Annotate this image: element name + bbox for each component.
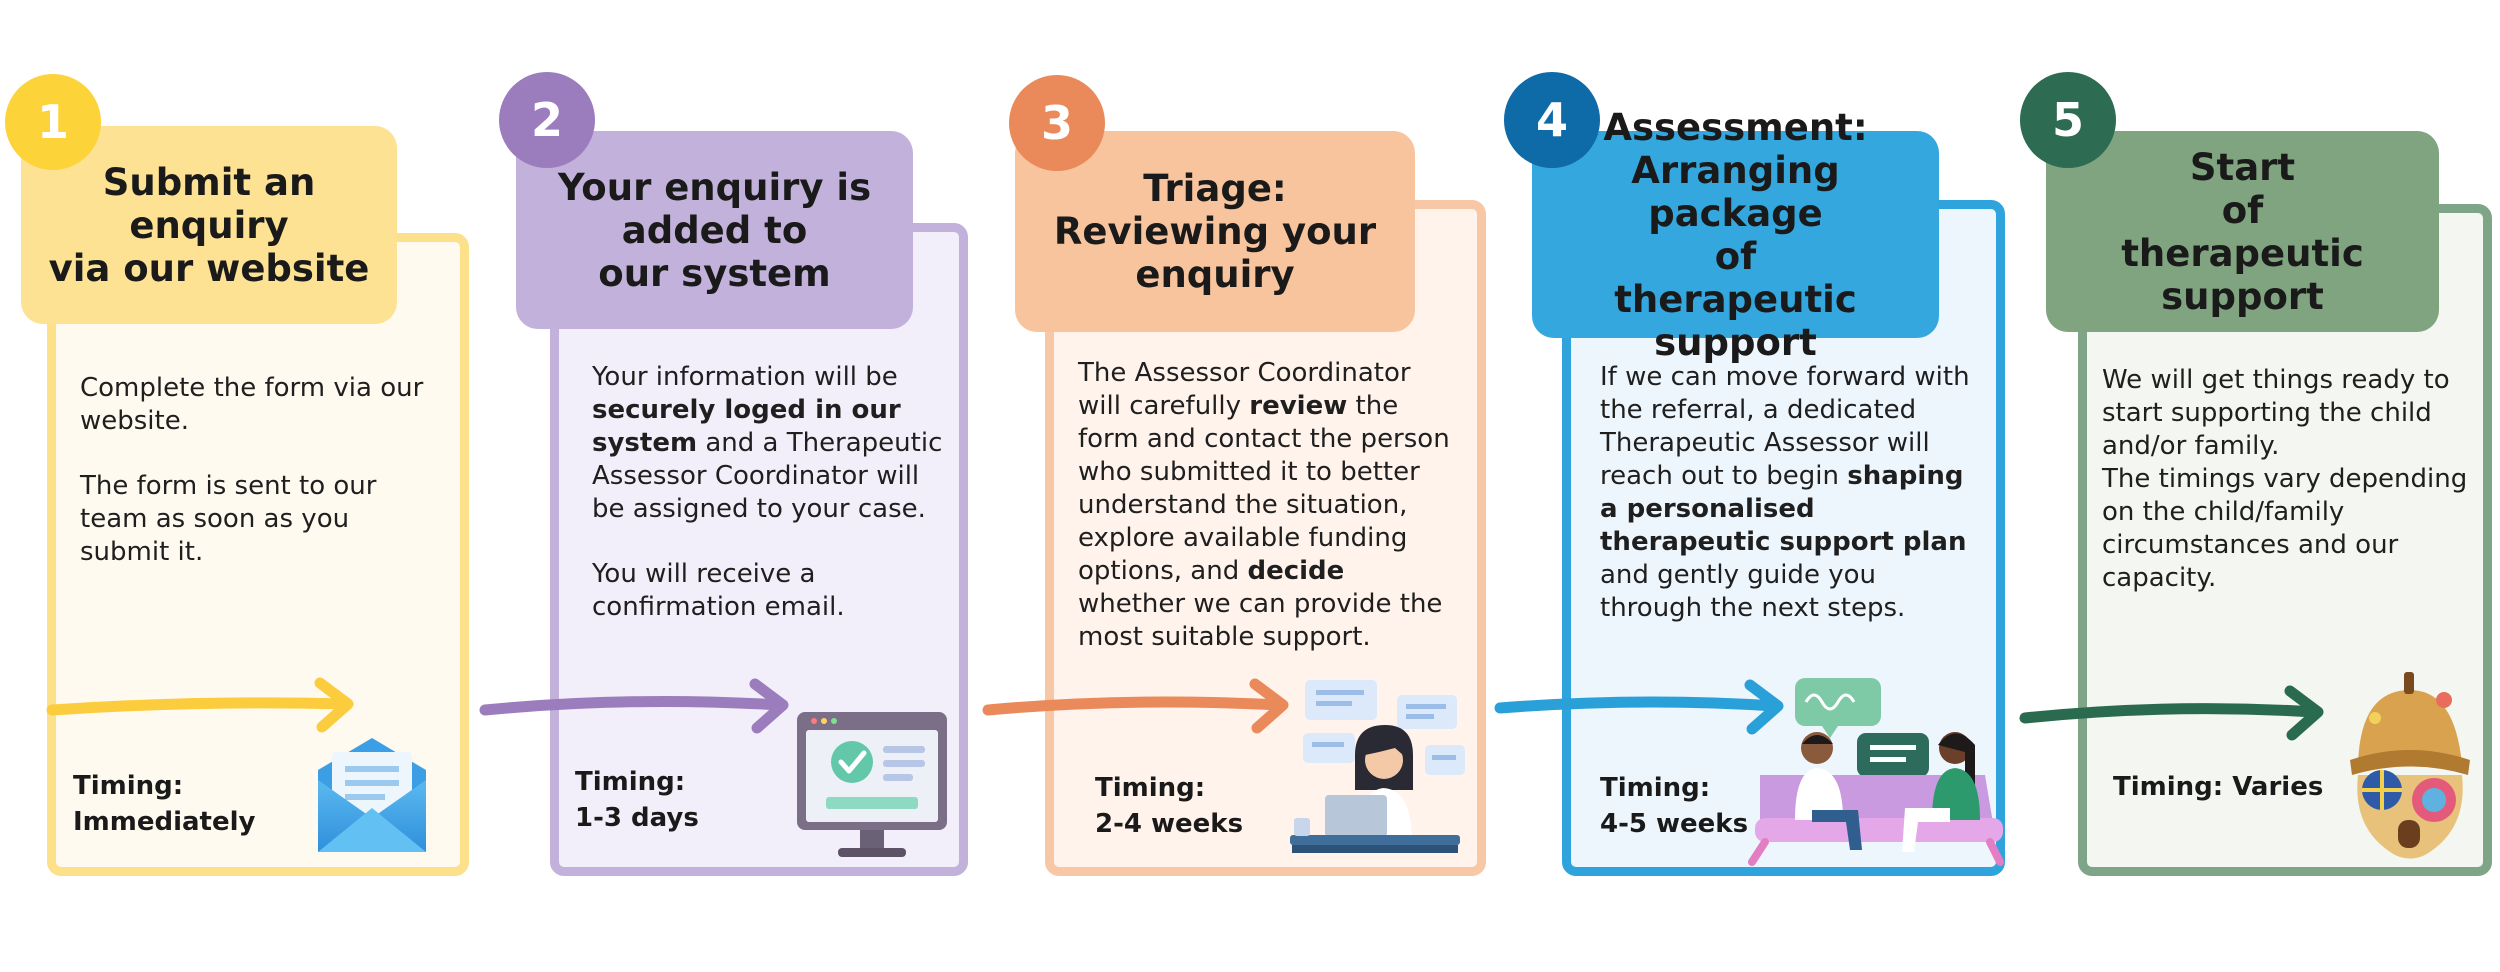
text-run: We will get things ready to start suppor… [2102,365,2450,461]
envelope-icon [318,738,426,852]
text-run: and gently guide you through the next st… [1600,560,1906,623]
text-run: Complete the form via our website. [80,373,424,436]
text-run: If we can move forward with the referral… [1600,362,1970,491]
description-paragraph: We will get things ready to start suppor… [2102,364,2472,595]
step-1-description: Complete the form via our website. The fo… [80,372,440,569]
text-run: The form is sent to our team as soon as … [80,471,377,567]
step-5-description: We will get things ready to start suppor… [2102,364,2472,595]
description-paragraph: Your information will be securely loged … [592,361,954,526]
arrow-2-icon [479,678,789,734]
step-3-description: The Assessor Coordinator will carefully … [1078,357,1453,654]
description-paragraph: If we can move forward with the referral… [1600,361,1980,625]
step-3-timing-value: 2-4 weeks [1095,809,1244,839]
step-4-timing-value: 4-5 weeks [1600,809,1749,839]
step-2-timing-value: 1-3 days [575,803,699,833]
computer-check-icon [797,712,947,857]
step-1-timing-value: Immediately [73,807,256,837]
bold-text: review [1249,391,1348,421]
bold-text: decide [1247,556,1345,586]
text-run: the form and contact the person who subm… [1078,391,1450,586]
step-5-timing-label: Timing: Varies [2113,772,2324,802]
description-paragraph: The Assessor Coordinator will carefully … [1078,357,1453,654]
bold-text: shaping a personalised therapeutic suppo… [1600,461,1967,557]
text-run: You will receive a confirmation email. [592,559,845,622]
arrow-1-icon [46,677,354,733]
step-1-timing: Timing: Immediately [73,768,255,840]
text-run: whether we can provide the most suitable… [1078,589,1443,652]
step-4-timing: Timing: 4-5 weeks [1600,770,1748,842]
arrow-4-icon [1494,679,1784,735]
step-3-timing: Timing: 2-4 weeks [1095,770,1243,842]
step-2-description: Your information will be securely loged … [592,361,954,624]
step-4-number-badge: 4 [1504,72,1600,168]
step-2-timing: Timing: 1-3 days [575,764,699,836]
step-3-number-badge: 3 [1009,75,1105,171]
step-2-timing-label: Timing: [575,767,686,797]
step-1-card [47,233,469,876]
conversation-sofa-icon [1748,678,2004,866]
arrow-3-icon [982,678,1289,734]
step-2-number-badge: 2 [499,72,595,168]
step-1-number-badge: 1 [5,74,101,170]
description-paragraph: Complete the form via our website. [80,372,440,438]
step-3-timing-label: Timing: [1095,773,1206,803]
acorn-house-icon [2350,672,2470,859]
description-paragraph: The form is sent to our team as soon as … [80,470,440,569]
text-run: The timings vary depending on the child/… [2102,464,2468,593]
person-at-laptop-icon [1290,680,1465,853]
arrow-5-icon [2019,685,2324,741]
step-5-timing: Timing: Varies [2113,769,2323,805]
step-1-timing-label: Timing: [73,771,184,801]
text-run: Your information will be [592,362,898,392]
step-4-description: If we can move forward with the referral… [1600,361,1980,625]
step-5-number-badge: 5 [2020,72,2116,168]
step-4-timing-label: Timing: [1600,773,1711,803]
text-run: and a Therapeutic Assessor Coordinator w… [592,428,943,524]
bold-text: securely loged in our system [592,395,901,458]
text-run: The Assessor Coordinator will carefully [1078,358,1411,421]
description-paragraph: You will receive a confirmation email. [592,558,954,624]
